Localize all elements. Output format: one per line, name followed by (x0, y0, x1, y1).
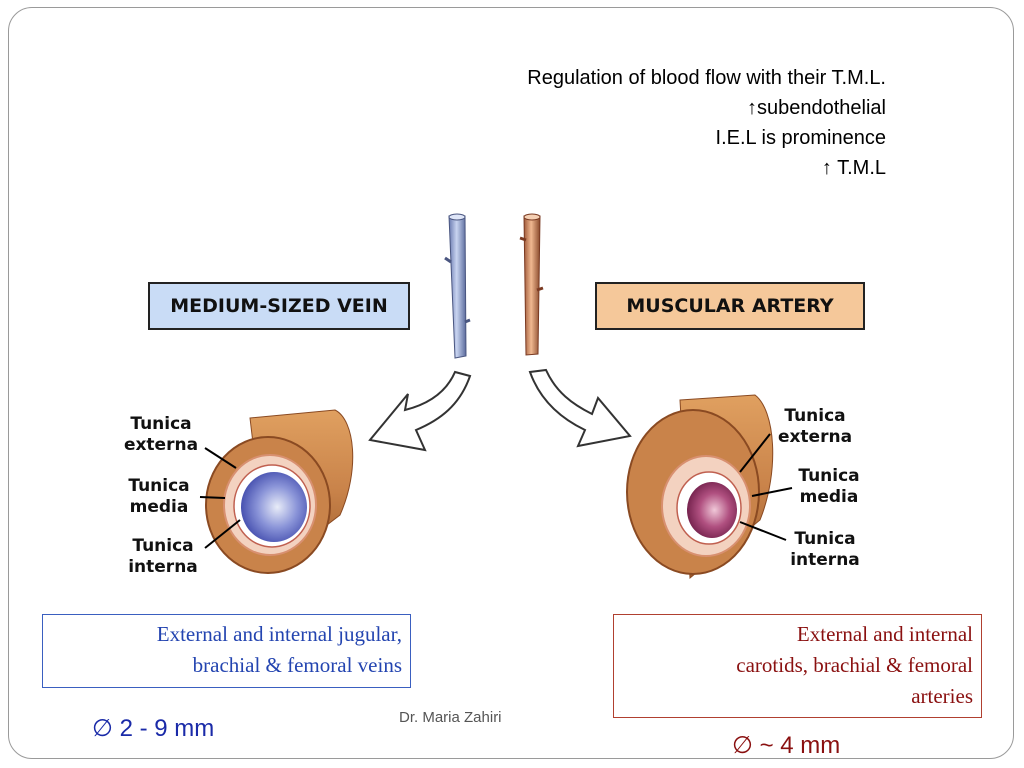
artery-tunica-interna-label: Tunica interna (790, 529, 860, 570)
vein-diameter: ∅ 2 - 9 mm (92, 715, 215, 742)
vein-cross-section (205, 409, 354, 574)
author-credit: Dr. Maria Zahiri (399, 709, 502, 726)
label-leader-lines (199, 433, 793, 549)
vein-label-box: MEDIUM-SIZED VEIN (148, 282, 410, 330)
note-line-3: I.E.L is prominence (715, 127, 886, 149)
artery-examples-box: External and internal carotids, brachial… (613, 614, 982, 718)
artery-tunica-externa-label: Tunica externa (777, 406, 853, 447)
regulation-notes: Regulation of blood flow with their T.M.… (527, 63, 886, 183)
vein-vessel-icon (444, 213, 471, 359)
note-line-1: Regulation of blood flow with their T.M.… (527, 67, 886, 89)
slide-frame (8, 7, 1014, 759)
artery-tunica-media-label: Tunica media (798, 466, 860, 507)
right-curved-arrow-icon (528, 368, 632, 448)
artery-label-box: MUSCULAR ARTERY (595, 282, 865, 330)
note-line-2: ↑subendothelial (747, 97, 886, 119)
artery-cross-section (626, 394, 774, 580)
artery-vessel-icon (519, 213, 544, 356)
artery-diameter: ∅ ~ 4 mm (732, 732, 841, 759)
left-curved-arrow-icon (368, 370, 472, 452)
vein-tunica-interna-label: Tunica interna (128, 536, 198, 577)
vein-tunica-media-label: Tunica media (128, 476, 190, 517)
vein-examples-box: External and internal jugular, brachial … (42, 614, 411, 688)
vein-tunica-externa-label: Tunica externa (123, 414, 199, 455)
note-line-4: ↑ T.M.L (821, 157, 886, 179)
